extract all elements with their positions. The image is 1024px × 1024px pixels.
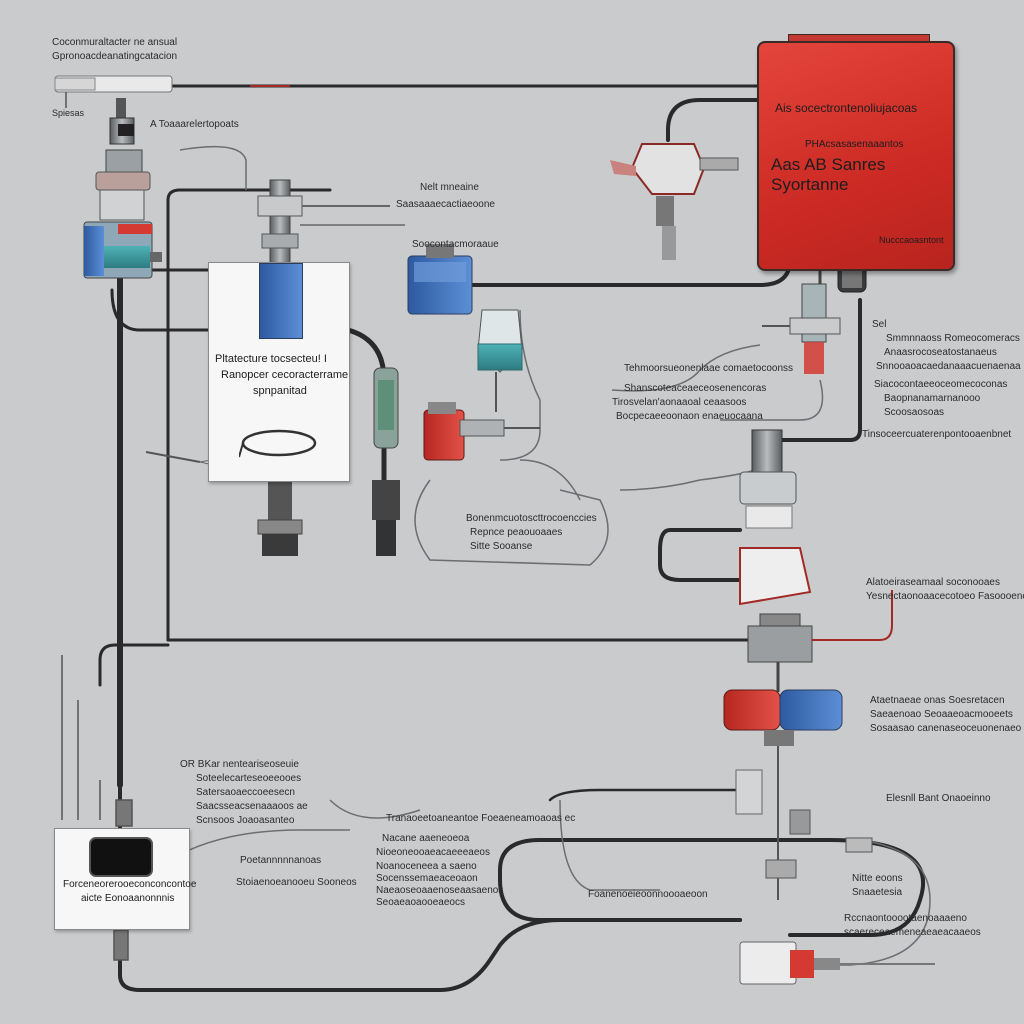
sensor-label-6: Scoosaosoas: [884, 407, 945, 418]
controller-connector: [257, 482, 303, 556]
speed-sensor-bar: [54, 75, 173, 108]
lower-center-head: Tranaoeetoaneantoe Foeaeneamoaoas ec: [386, 813, 576, 824]
sensor-label-7: Tinsoceercuaterenpontooaenbnet: [862, 429, 1012, 440]
mid-label-4: Bocpecaeeoonaon enaeuocaana: [616, 411, 763, 422]
ecu-heading: Ais socectrontenoliujacoas: [775, 101, 918, 115]
mid-label-1: Tehmoorsueonenlaae comaetocoonss: [624, 363, 793, 374]
mid-label-2: Shanscoteaceaeceosenencoras: [624, 383, 767, 394]
lower-loop-inner: [548, 788, 762, 802]
link-label: Elesnll Bant Onaoeinno: [886, 793, 991, 804]
diagnostic-device: Forceneorerooeconconcontoe aicte Eonoaan…: [54, 828, 196, 930]
lower-side-label-1: Poetannnnnanoas: [240, 855, 322, 866]
control-unit-line-3: spnpanitad: [253, 385, 307, 397]
ground-leads: [61, 655, 133, 961]
bottom-return-hose: [118, 783, 742, 992]
master-cylinder-label: A Toaaarelertopoats: [150, 119, 239, 130]
device-line-1: Forceneorerooeconconcontoe: [63, 879, 197, 890]
pump-label-3: Sosaasao canenaseoceuonenaeo: [870, 723, 1022, 734]
ecu-connector: [610, 143, 739, 260]
ecu-left-hose: [666, 98, 762, 142]
sensor-label-5: Baopnanamarnanooo: [884, 393, 981, 404]
abs-ecu-module: Ais socectrontenoliujacoas PHAcsasasenaa…: [757, 41, 955, 271]
sensor-label-3: Snnooaoacaedanaaacuenaenaa: [876, 361, 1021, 372]
sensor-leads: [169, 145, 931, 966]
lower-side-label-2: Stoiaenoeanooeu Sooneos: [236, 877, 357, 888]
lower-loop-outer: [498, 838, 926, 937]
solenoid-valve: [372, 367, 400, 556]
sensor-label-4: Siacocontaeeoceomecoconas: [874, 379, 1008, 390]
bottom-right-label-4: scaereceaemeneaeaeacaaeos: [844, 927, 981, 938]
wiring-harness: [98, 84, 926, 992]
lower-left-head: OR BKar nenteariseoseuie: [180, 759, 299, 770]
coil-cable-icon: [239, 429, 317, 458]
loop-label-1: Bonenmcuotoscttrocoenccies: [466, 513, 597, 524]
control-unit-line-2: Ranopcer cecoracterrame: [221, 369, 349, 381]
lower-center-line-4: Socenssemaeaceoaon: [376, 873, 478, 884]
brake-fluid-reservoir: [407, 244, 473, 315]
lower-center-line-3: Noanoceneea a saeno: [376, 861, 477, 872]
top-left-subtitle: Gpronoacdeanatingcatacion: [52, 51, 178, 62]
outlet-valve: [735, 769, 873, 879]
lower-left-line-3: Saacsseacsenaaaoos ae: [196, 801, 308, 812]
control-unit-reservoir: [259, 263, 303, 339]
inlet-valve: [762, 283, 841, 374]
top-left-small: Spiesas: [52, 108, 85, 118]
lower-center-line-6: Seoaeaoaooeaeocs: [376, 897, 465, 908]
upper-label-2: Saasaaaecactiaeoone: [396, 199, 495, 210]
bottom-right-label-2: Snaaetesia: [852, 887, 903, 898]
bottom-right-label-1: Nitte eoons: [852, 873, 903, 884]
valve-label-1: Alatoeiraseamaal soconooaes: [866, 577, 1000, 588]
bottom-wheel-sensor: [739, 941, 935, 985]
ecu-right-trunk: [778, 298, 862, 442]
valve-stack: [739, 429, 813, 692]
sensor-head-label: Sel: [872, 319, 887, 330]
upper-label-3: Soocontacmoraaue: [412, 239, 499, 250]
top-left-title: Coconmuraltacter ne ansual: [52, 37, 178, 48]
master-cylinder: [95, 98, 151, 221]
valve-loop: [658, 528, 742, 582]
left-drop-hose: [98, 643, 170, 687]
sensor-label-1: Smmnnaoss Romeocomeracs: [886, 333, 1020, 344]
loop-label-2: Repnce peaouoaaes: [470, 527, 563, 538]
lower-bottom-label: Foanenoeieoonnoooaeoon: [588, 889, 708, 900]
bottom-right-label-3: Rccnaontooootaenoaaaeno: [844, 913, 967, 924]
hydraulic-block-left: [83, 221, 162, 279]
teal-accumulator: [477, 309, 523, 412]
ecu-subheading: PHAcsasasenaaantos: [805, 139, 904, 150]
device-screen: [89, 837, 153, 877]
pump-label-1: Ataetnaeae onas Soesretacen: [870, 695, 1005, 706]
left-inner-trunk: [166, 188, 332, 202]
ecu-badge: Nucccaoasntont: [879, 235, 944, 245]
pump-label-2: Saeaenoao Seoaaeoacmooeets: [870, 709, 1013, 720]
sensor-label-2: Anaasrocoseatostanaeus: [884, 347, 997, 358]
loop-label-3: Sitte Sooanse: [470, 541, 533, 552]
control-unit-line-1: Pltatecture tocsecteu! I: [215, 353, 327, 365]
device-line-2: aicte Eonoaanonnnis: [81, 893, 175, 904]
lower-left-line-2: Satersaoaeccoeesecn: [196, 787, 295, 798]
lower-left-line-4: Scnsoos Joaoasanteo: [196, 815, 295, 826]
ecu-housing-tab: [788, 34, 930, 45]
lower-center-line-2: Nioeoneooaeacaeeeaeos: [376, 847, 490, 858]
controller-left-loop: [110, 288, 212, 332]
ecu-title: Aas AB Sanres Syortanne: [771, 155, 886, 194]
upper-label-1: Nelt mneaine: [420, 182, 479, 193]
lower-left-line-1: Soteelecarteseoeeooes: [196, 773, 302, 784]
valve-label-2: Yesnectaonoaacecotoeo Fasoooenoo: [866, 591, 1024, 602]
pressure-regulator: [257, 179, 405, 265]
lower-center-line-1: Nacane aaeneoeoa: [382, 833, 470, 844]
return-pump: [423, 402, 540, 461]
mid-label-3: Tirosvelan'aonaaoal ceaasoos: [612, 397, 747, 408]
lower-center-line-5: Naeaoseoaaenoseaasaenos: [376, 885, 504, 896]
pump-motor: [723, 689, 843, 900]
control-unit-panel: Pltatecture tocsecteu! I Ranopcer cecora…: [208, 262, 350, 482]
